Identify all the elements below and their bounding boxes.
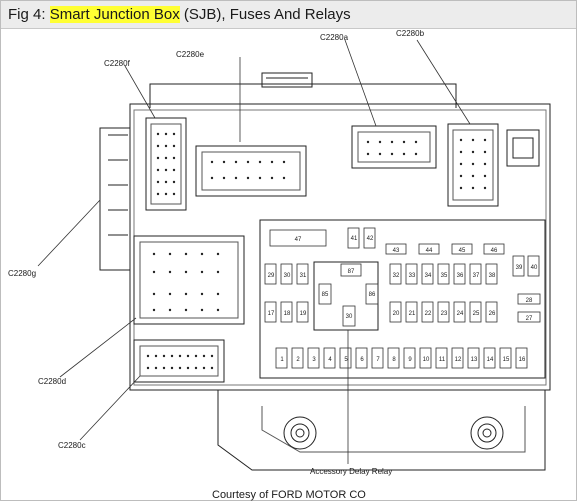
fuse-41: 41 [351, 236, 358, 242]
relay-pin-85: 85 [322, 292, 329, 298]
fuse-20: 20 [393, 311, 400, 317]
fuse-29: 29 [268, 273, 275, 279]
connector-c2280e [195, 145, 307, 197]
title-highlight: Smart Junction Box [49, 6, 180, 23]
fuse-42: 42 [367, 236, 374, 242]
fuse-38: 38 [489, 273, 496, 279]
housing-top-ridge [149, 83, 457, 108]
relay-pin-30: 30 [346, 314, 353, 320]
pin-dots [146, 132, 487, 370]
relay-pin-86: 86 [369, 292, 376, 298]
label-c2280g: C2280g [8, 269, 36, 278]
fuse-43: 43 [393, 248, 400, 254]
fuse-outlines [264, 227, 541, 369]
connector-c2280f [145, 117, 187, 211]
label-c2280e: C2280e [176, 50, 205, 59]
bolt-left [283, 416, 317, 450]
bolt-right [470, 416, 504, 450]
fuse-18: 18 [284, 311, 291, 317]
fuse-8: 8 [392, 357, 396, 363]
label-c2280b: C2280b [396, 29, 425, 38]
fuse-32: 32 [393, 273, 400, 279]
fuse-10: 10 [423, 357, 430, 363]
label-c2280d: C2280d [38, 377, 66, 386]
figure-title: Fig 4: Smart Junction Box (SJB), Fuses A… [8, 6, 351, 23]
top-tab [261, 72, 313, 88]
fuse-7: 7 [376, 357, 380, 363]
connector-large-left [133, 235, 245, 325]
connector-c2280b [447, 123, 499, 207]
fuse-19: 19 [300, 311, 307, 317]
mounting-bracket [217, 390, 546, 471]
mounting-bracket-inner [261, 406, 526, 453]
title-prefix: Fig 4: [8, 6, 50, 23]
leader-lines [37, 39, 471, 464]
fuse-30a: 30 [284, 273, 291, 279]
fuse-22: 22 [425, 311, 432, 317]
connector-c2280a [351, 125, 437, 169]
fuse-14: 14 [487, 357, 494, 363]
fuse-4: 4 [328, 357, 332, 363]
fuse-21: 21 [409, 311, 416, 317]
fuse-numbers: 47 41 42 43 44 45 46 29 30 31 32 33 34 3… [268, 236, 538, 363]
fuse-40: 40 [531, 265, 538, 271]
fuse-46: 46 [491, 248, 498, 254]
diagnostic-port [506, 129, 540, 167]
fuse-3: 3 [312, 357, 316, 363]
label-c2280c: C2280c [58, 441, 86, 450]
fuse-16: 16 [519, 357, 526, 363]
label-c2280a: C2280a [320, 33, 349, 42]
title-suffix: (SJB), Fuses And Relays [179, 6, 351, 23]
label-c2280f: C2280f [104, 59, 131, 68]
fuse-35: 35 [441, 273, 448, 279]
fuse-5: 5 [344, 357, 348, 363]
title-bar: Fig 4: Smart Junction Box (SJB), Fuses A… [1, 1, 576, 29]
fuse-31: 31 [300, 273, 307, 279]
relay-pin-87: 87 [348, 269, 355, 275]
fuse-9: 9 [408, 357, 412, 363]
fuse-39: 39 [516, 265, 523, 271]
housing-outer [129, 103, 551, 391]
fuse-panel [259, 219, 546, 379]
fuse-24: 24 [457, 311, 464, 317]
fuse-25: 25 [473, 311, 480, 317]
left-bracket [99, 127, 130, 271]
fuse-6: 6 [360, 357, 364, 363]
fuse-28: 28 [526, 298, 533, 304]
fuse-12: 12 [455, 357, 462, 363]
fuse-37: 37 [473, 273, 480, 279]
fuse-11: 11 [439, 357, 446, 363]
fuse-2: 2 [296, 357, 300, 363]
fuse-26: 26 [489, 311, 496, 317]
fuse-15: 15 [503, 357, 510, 363]
fuse-44: 44 [426, 248, 433, 254]
fuse-13: 13 [471, 357, 478, 363]
credit-line: Courtesy of FORD MOTOR CO [212, 489, 366, 501]
fuse-36: 36 [457, 273, 464, 279]
fuse-17: 17 [268, 311, 275, 317]
fuse-1: 1 [280, 357, 284, 363]
fuse-33: 33 [409, 273, 416, 279]
fuse-47: 47 [295, 237, 302, 243]
fuse-27: 27 [526, 316, 533, 322]
fuse-45: 45 [459, 248, 466, 254]
fuse-23: 23 [441, 311, 448, 317]
fuse-34: 34 [425, 273, 432, 279]
connector-c2280d [133, 339, 225, 383]
label-accessory-delay-relay: Accessory Delay Relay [310, 467, 392, 476]
